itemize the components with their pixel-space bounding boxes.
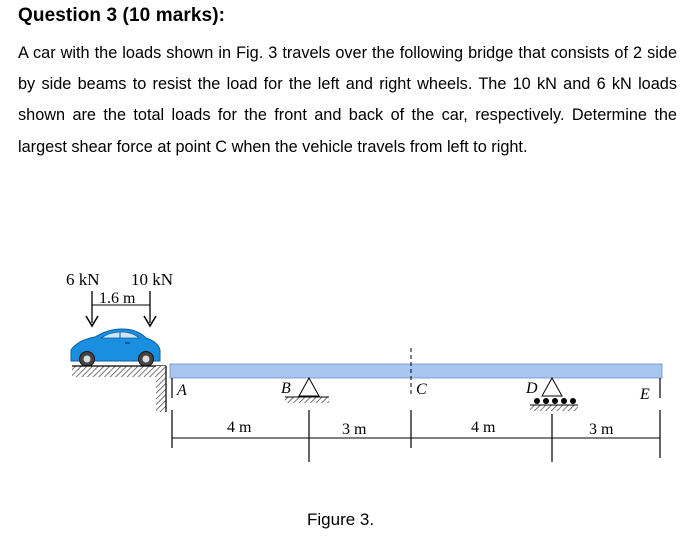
car-icon bbox=[70, 328, 161, 367]
axle-spacing-dimension: 1.6 m bbox=[91, 290, 151, 323]
point-b-label: B bbox=[281, 380, 291, 397]
point-e-label: E bbox=[639, 386, 650, 403]
span-ab-label: 4 m bbox=[227, 419, 252, 436]
rear-load-label: 6 kN bbox=[66, 270, 100, 289]
front-load-arrow-icon bbox=[143, 315, 157, 328]
question-heading: Question 3 (10 marks): bbox=[18, 5, 226, 26]
span-de-label: 3 m bbox=[589, 421, 614, 438]
span-cd-label: 4 m bbox=[471, 419, 496, 436]
bridge-beam bbox=[169, 363, 663, 379]
axle-spacing-label: 1.6 m bbox=[99, 290, 136, 307]
rear-load-arrow-icon bbox=[85, 315, 99, 328]
point-d-label: D bbox=[525, 380, 538, 397]
front-load-label: 10 kN bbox=[131, 270, 173, 289]
figure-caption: Figure 3. bbox=[307, 510, 375, 529]
span-dimensions bbox=[171, 410, 661, 462]
point-c-label: C bbox=[416, 381, 427, 398]
pin-support-b bbox=[285, 376, 329, 403]
roller-support-d bbox=[530, 376, 578, 411]
question-text: A car with the loads shown in Fig. 3 tra… bbox=[18, 44, 677, 156]
span-bc-label: 3 m bbox=[342, 421, 367, 438]
point-a-label: A bbox=[176, 382, 187, 399]
approach-ground bbox=[72, 365, 167, 412]
